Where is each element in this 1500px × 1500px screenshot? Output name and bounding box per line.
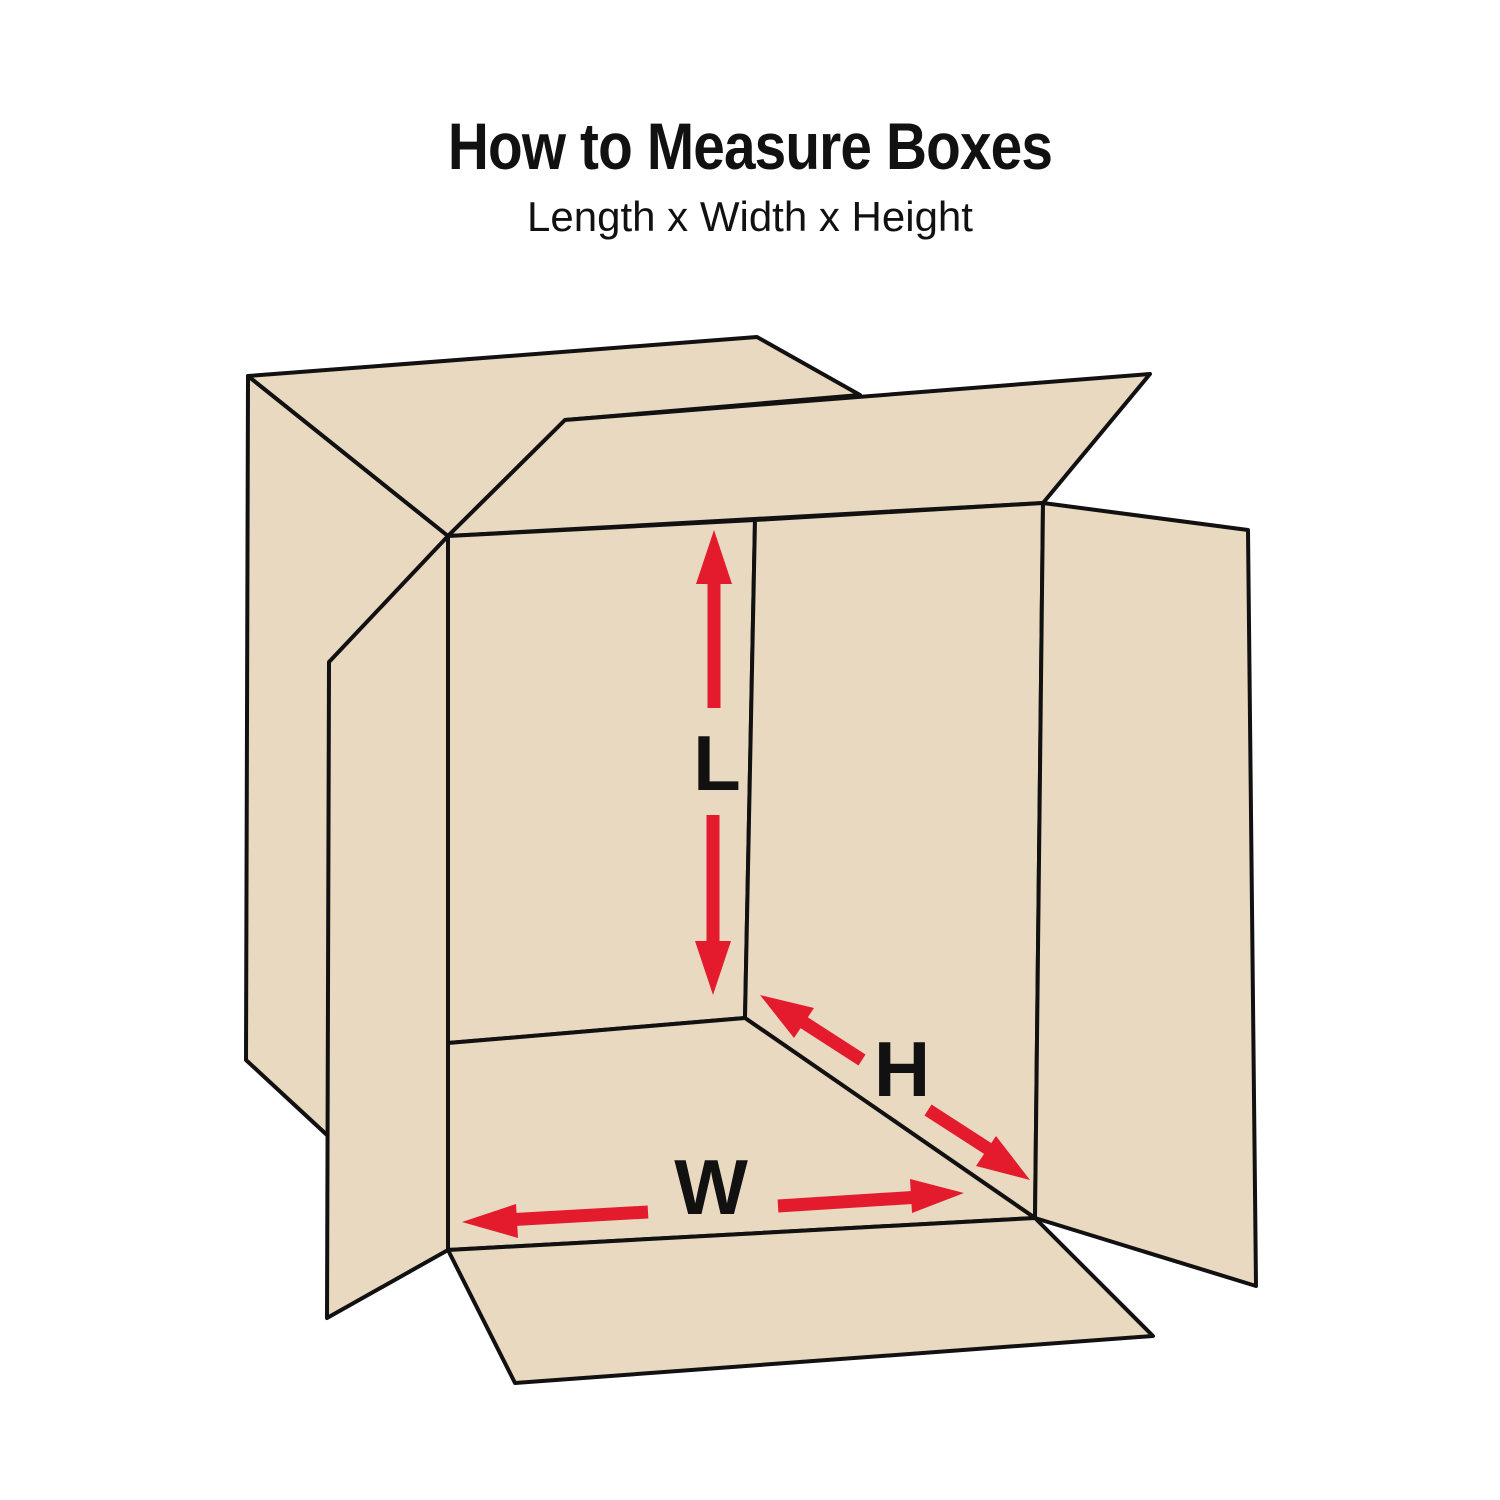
length-arrow xyxy=(695,530,732,995)
width-arrow-head-left xyxy=(462,1204,518,1238)
width-arrow xyxy=(462,1179,964,1238)
box-left-flap xyxy=(325,534,450,1320)
length-label: L xyxy=(693,719,741,807)
height-arrow-shaft-bottom xyxy=(924,1104,994,1156)
height-label: H xyxy=(874,1025,930,1113)
height-arrow xyxy=(760,995,1030,1180)
height-arrow-head-down xyxy=(976,1136,1030,1180)
width-arrow-head-right xyxy=(910,1179,964,1213)
width-arrow-shaft-right xyxy=(777,1190,921,1213)
height-arrow-shaft-top xyxy=(796,1014,866,1066)
page-title: How to Measure Boxes xyxy=(447,109,1053,183)
width-label: W xyxy=(674,1143,748,1231)
box-right-flap xyxy=(1033,501,1258,1288)
width-arrow-shaft-left xyxy=(504,1205,649,1227)
height-arrow-head-up xyxy=(760,995,814,1038)
length-arrow-head-down xyxy=(695,941,731,995)
box-body xyxy=(244,335,1258,1385)
page-subtitle: Length x Width x Height xyxy=(527,193,973,240)
length-arrow-head-up xyxy=(696,530,732,584)
box-front-flap xyxy=(446,1216,1155,1385)
